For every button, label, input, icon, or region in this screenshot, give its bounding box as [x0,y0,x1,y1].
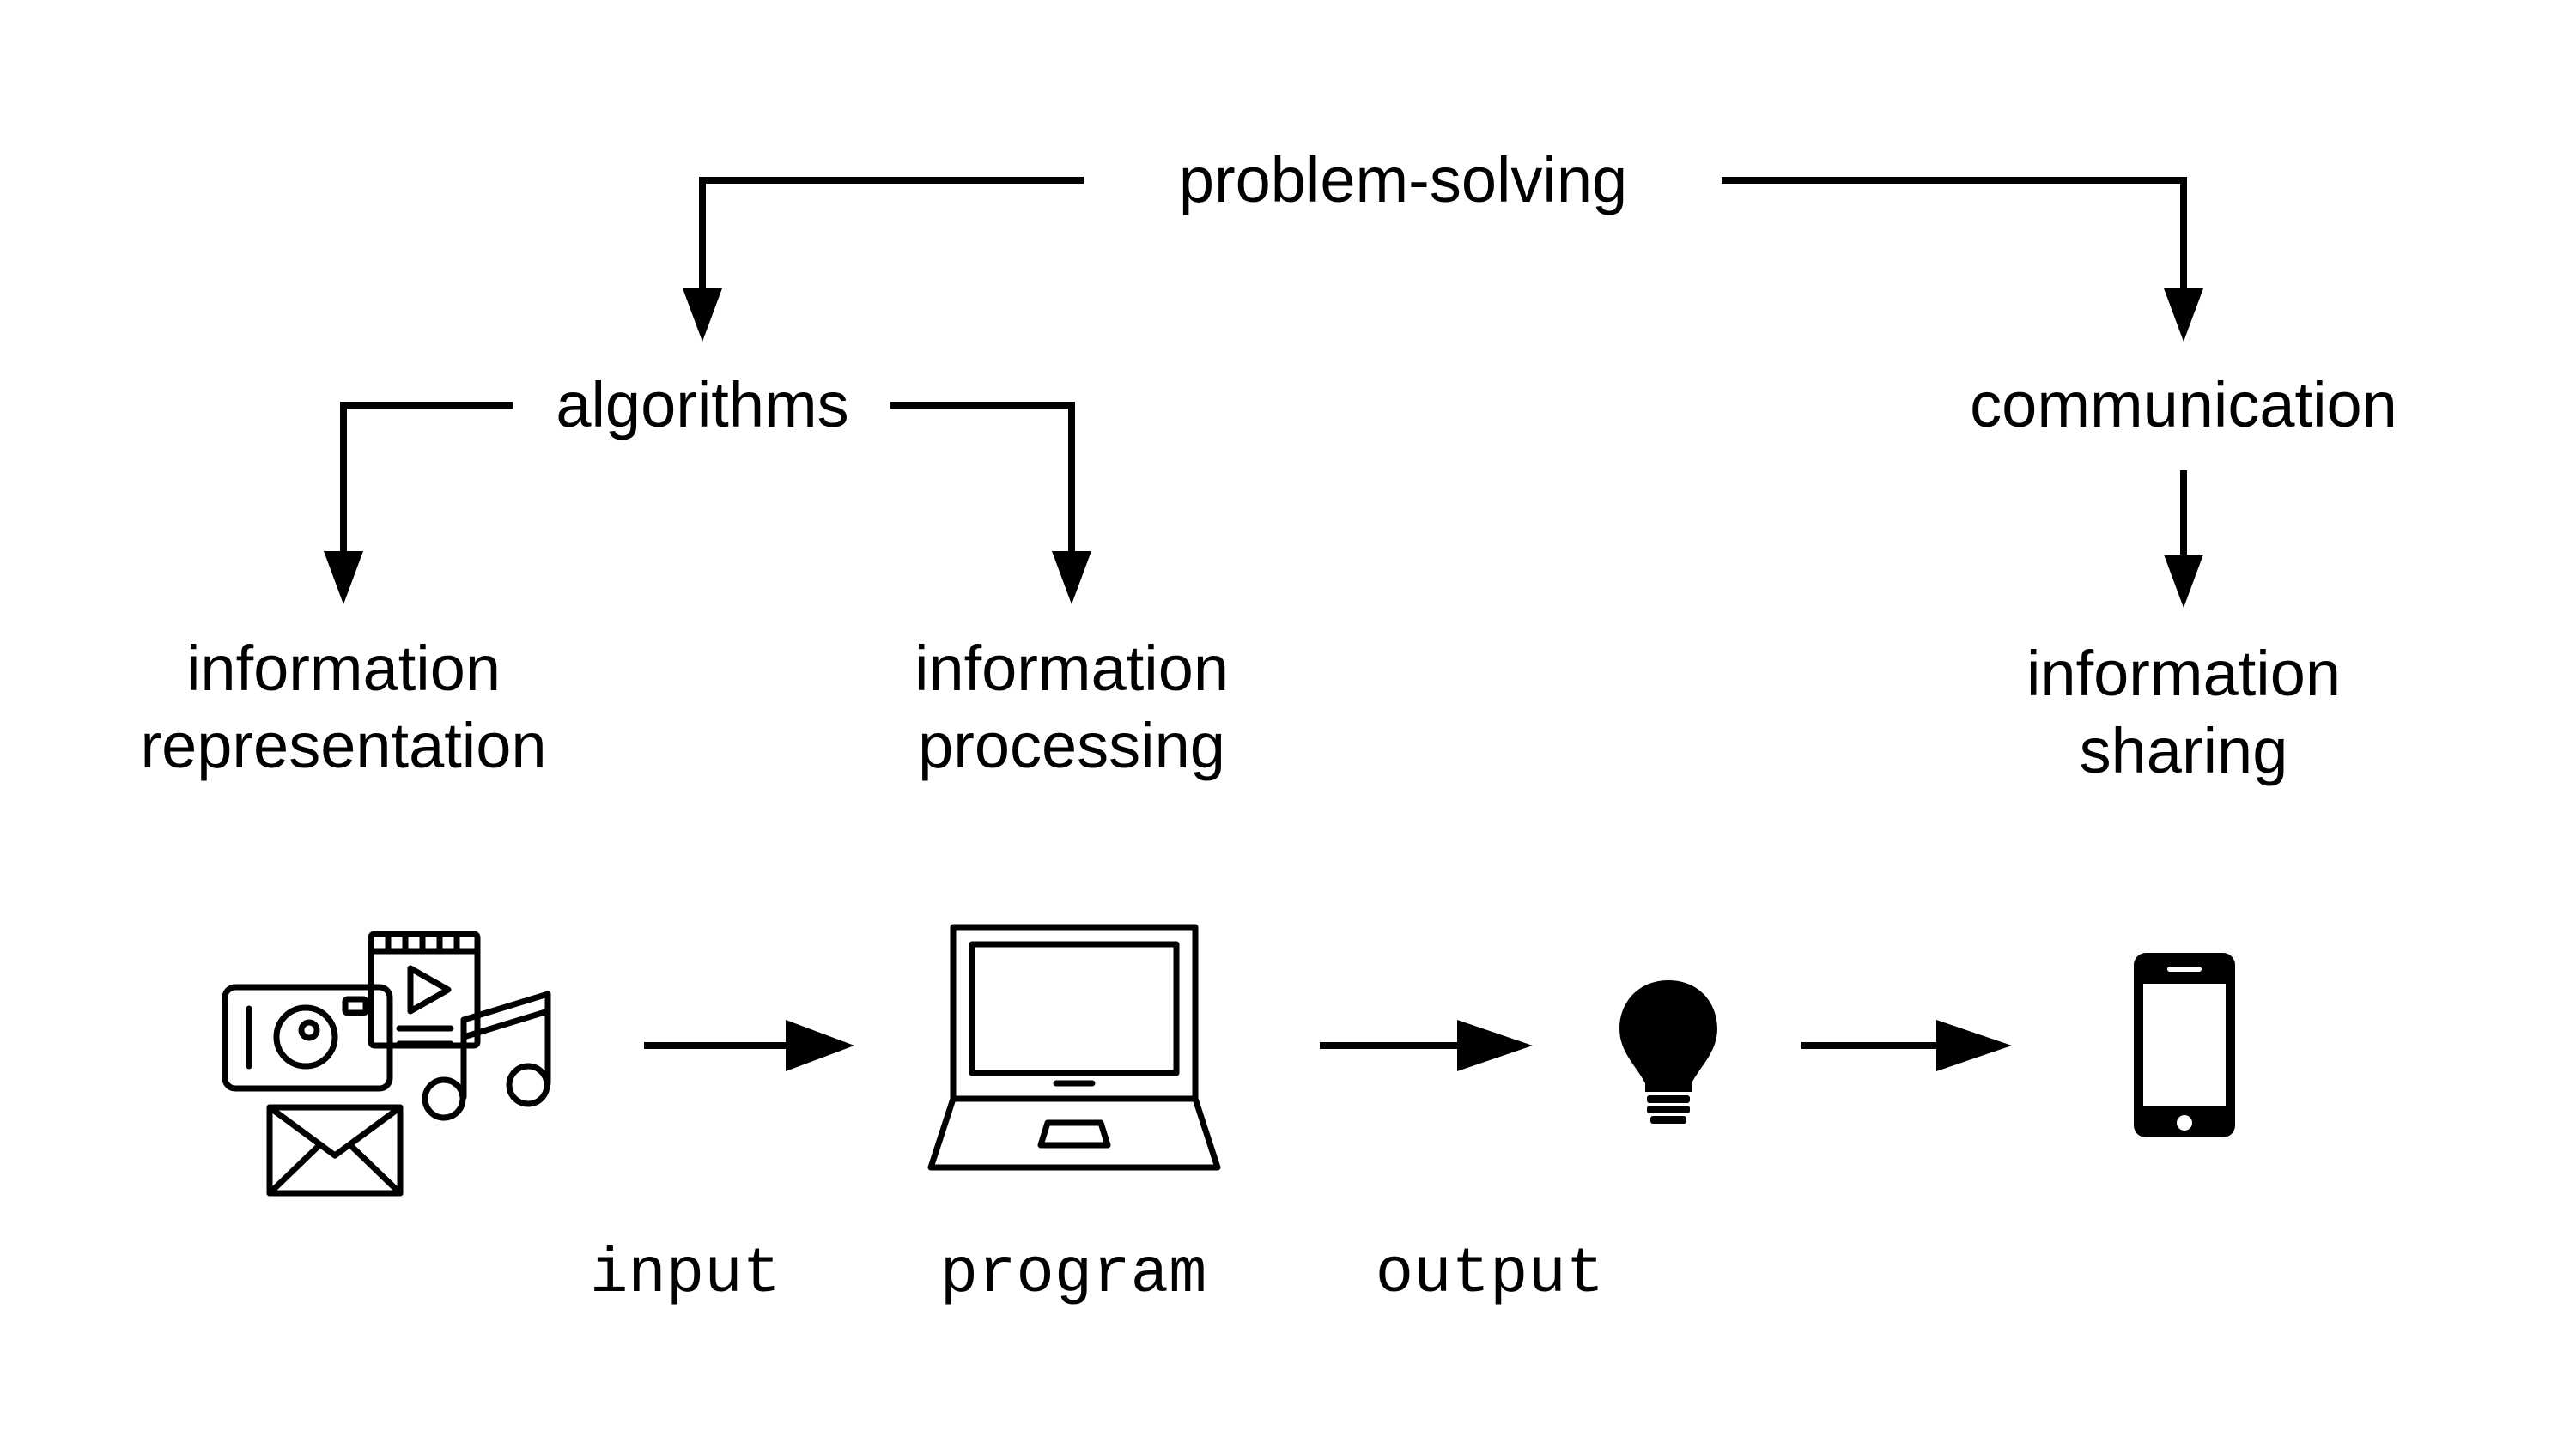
node-information-representation: information representation [140,630,546,785]
node-information-processing: information processing [914,630,1229,785]
connector-algorithms-to-processing [890,402,1091,604]
lightbulb-icon [1619,980,1717,1124]
laptop-icon [927,924,1221,1171]
smartphone-icon [2134,953,2235,1137]
node-information-representation-line2: representation [140,710,547,781]
connector-problem-solving-to-communication [1722,177,2203,342]
node-information-processing-line2: processing [918,710,1225,781]
music-note-icon [422,991,551,1121]
flow-label-input: input [589,1239,781,1311]
node-communication: communication [1970,369,2397,440]
connector-algorithms-to-representation [324,402,513,604]
node-information-sharing: information sharing [2026,635,2341,790]
media-collage-icon [222,931,551,1197]
envelope-icon [266,1104,404,1197]
node-information-sharing-line2: sharing [2079,715,2288,786]
node-information-representation-line1: information [185,633,501,704]
flow-arrow-input [644,1020,854,1071]
node-algorithms: algorithms [556,369,849,440]
connector-communication-to-sharing [2164,470,2203,608]
node-information-processing-line1: information [914,633,1230,704]
camera-icon [222,984,393,1092]
node-information-sharing-line1: information [2026,638,2342,709]
flow-arrow-output [1320,1020,1533,1071]
flow-arrow-sharing [1801,1020,2012,1071]
flow-label-output: output [1375,1239,1605,1311]
node-problem-solving: problem-solving [1178,144,1628,215]
connector-problem-solving-to-algorithms [683,177,1084,342]
flow-label-program: program [939,1239,1207,1311]
